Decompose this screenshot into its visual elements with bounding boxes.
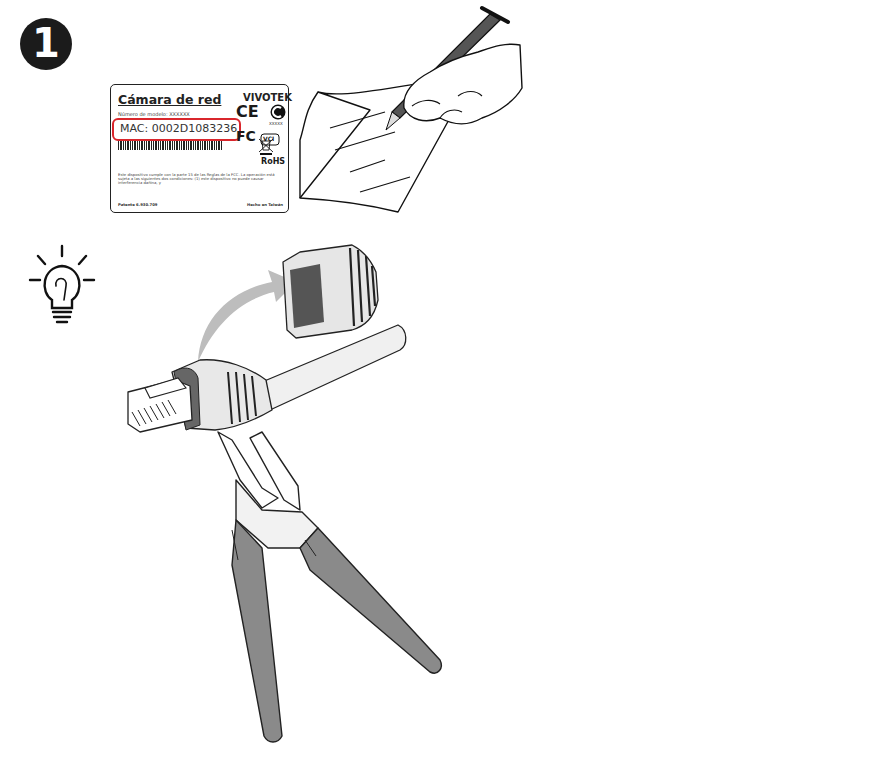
mac-address: MAC: 0002D1083236 [120,123,237,135]
paper-writing [300,8,522,212]
bulb-filament [56,279,66,301]
curved-arrow [198,270,296,362]
wire-cutters [218,432,441,742]
cutter-handle-right [300,528,441,673]
step-number-text: 1 [20,21,72,65]
cable-jacket [262,325,406,410]
finger-lines [412,92,482,119]
boot-ribs [350,248,375,326]
bulb-glass [45,266,80,308]
hand [404,44,522,123]
bulb-base [53,312,71,322]
c-tick-logo [271,105,286,120]
brand-logo: VIVOTEK [243,92,292,103]
model-number: Número de modelo: XXXXXX [118,112,190,118]
fcc-mark: FC [236,129,256,143]
c-tick-mark [273,107,281,117]
c-tick-code: XXXXX [269,122,283,126]
cable-boot [283,245,378,338]
plug-contacts [132,400,176,426]
bin-bar [260,153,272,155]
vci-mark: VCI [263,136,274,142]
step-number: 1 [20,18,72,70]
cutter-jaw-right [250,432,300,510]
plug-latch [145,378,186,398]
rohs-mark: RoHS [261,158,285,166]
cutter-handle-left [232,520,282,742]
pen-cap [482,8,508,22]
tip-lightbulb [30,246,94,322]
mac-highlight: MAC: 0002D1083236 [112,118,241,141]
handle-sleeve-edges [232,530,316,560]
paper-curl [300,92,318,198]
compliance-text: Este dispositivo cumple con la parte 15 … [118,173,278,186]
network-cable [128,325,406,432]
boot-ribs-attached [228,372,256,424]
patent-text: Patente 6.930.709 [118,203,157,207]
writing-lines [330,112,410,192]
product-label-card: Cámara de red VIVOTEK Número de modelo: XX… [110,84,289,213]
ce-mark: CE [236,104,259,120]
pen-tip [386,112,400,130]
boot-body [283,245,378,338]
card-title: Cámara de red [118,93,221,107]
origin-text: Hecho en Taiwán [247,203,283,207]
boot-opening [290,264,324,328]
